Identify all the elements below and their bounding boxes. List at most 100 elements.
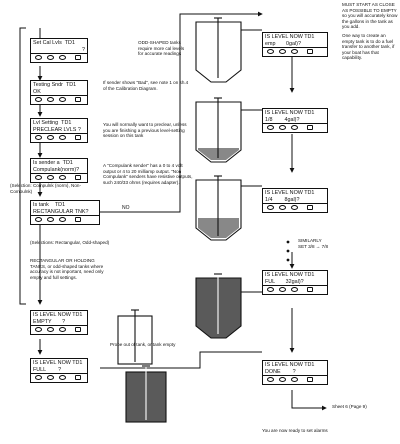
key-enter-button[interactable]: [75, 175, 81, 180]
key-left-button[interactable]: [267, 49, 274, 54]
key-left-button[interactable]: [267, 125, 274, 130]
keypad: [263, 124, 327, 132]
key-enter-button[interactable]: [75, 217, 81, 222]
key-right-button[interactable]: [59, 217, 66, 222]
key-enter-button[interactable]: [75, 97, 81, 102]
key-right-button[interactable]: [291, 125, 298, 130]
left-loop-line: [19, 27, 26, 305]
key-left-button[interactable]: [35, 175, 42, 180]
display-prompt: ?: [62, 318, 66, 325]
note-bad-sender: If sender shows "Bad", see note 1 on sh.…: [103, 80, 191, 91]
key-center-button[interactable]: [47, 175, 54, 180]
display-level-done[interactable]: IS LEVEL NOW TD1 DONE ?: [262, 360, 328, 385]
done-to-sheet-line: [291, 390, 327, 411]
display-level-one-eighth[interactable]: IS LEVEL NOW TD1 1/8 4gal)?: [262, 108, 328, 133]
key-enter-button[interactable]: [307, 49, 313, 54]
note-text: A "Compulank sender" has a 0 to 4 volt o…: [103, 163, 193, 185]
key-center-button[interactable]: [279, 205, 286, 210]
key-left-button[interactable]: [35, 217, 42, 222]
key-enter-button[interactable]: [307, 287, 313, 292]
key-center-button[interactable]: [279, 49, 286, 54]
display-testing-sndr[interactable]: Testing Sndr TD1 OK: [30, 80, 88, 105]
display-level-ful[interactable]: IS LEVEL NOW TD1 FUL 32gal)?: [262, 270, 328, 295]
key-enter-button[interactable]: [75, 375, 81, 380]
display-line-2: 1/4: [265, 196, 273, 203]
key-right-button[interactable]: [59, 135, 66, 140]
keypad: [31, 134, 87, 142]
key-enter-button[interactable]: [307, 125, 313, 130]
display-line-2: DONE: [265, 368, 281, 375]
keypad: [263, 286, 327, 294]
display-level-empty[interactable]: IS LEVEL NOW TD1 EMPTY ?: [30, 310, 88, 335]
display-line-1: Set Cal Lvls: [33, 40, 62, 46]
key-right-button[interactable]: [291, 205, 298, 210]
display-line-1: Is sender a: [33, 160, 60, 166]
key-right-button[interactable]: [291, 377, 298, 382]
display-line-2: FUL: [265, 278, 276, 285]
note-range-end: 7/8: [321, 243, 329, 249]
key-right-button[interactable]: [59, 175, 66, 180]
display-id: TD1: [61, 120, 72, 126]
display-line-1: Is tank: [33, 202, 49, 208]
key-right-button[interactable]: [59, 55, 66, 60]
keypad: [31, 326, 87, 334]
key-right-button[interactable]: [59, 97, 66, 102]
key-right-button[interactable]: [59, 375, 66, 380]
key-enter-button[interactable]: [75, 327, 81, 332]
display-prompt: 8gal)?: [284, 196, 300, 203]
key-center-button[interactable]: [47, 327, 54, 332]
key-left-button[interactable]: [267, 205, 274, 210]
key-right-button[interactable]: [291, 49, 298, 54]
key-left-button[interactable]: [35, 135, 42, 140]
key-right-button[interactable]: [59, 327, 66, 332]
display-prompt: ?: [292, 368, 296, 375]
display-line-2: EMPTY: [33, 318, 52, 325]
key-center-button[interactable]: [47, 55, 54, 60]
key-center-button[interactable]: [47, 375, 54, 380]
display-level-one-quarter[interactable]: IS LEVEL NOW TD1 1/4 8gal)?: [262, 188, 328, 213]
display-line-2: 1/8: [265, 116, 273, 123]
key-enter-button[interactable]: [307, 205, 313, 210]
keypad: [263, 204, 327, 212]
note-text[interactable]: Sheet 6 (Page 9): [332, 404, 367, 409]
key-enter-button[interactable]: [75, 135, 81, 140]
note-text: NO: [122, 205, 130, 211]
note-text: If sender shows "Bad", see note 1 on sh.…: [103, 80, 189, 91]
note-text: (Selection: Compulnk (norm), Non-Compuln…: [10, 183, 81, 194]
note-text: SIMILARLY: [298, 238, 322, 243]
key-center-button[interactable]: [47, 217, 54, 222]
keypad: [31, 216, 99, 224]
display-line-1: IS LEVEL NOW TD1: [265, 34, 315, 40]
key-center-button[interactable]: [47, 97, 54, 102]
display-level-full[interactable]: IS LEVEL NOW TD1 FULL ?: [30, 358, 88, 383]
key-center-button[interactable]: [279, 377, 286, 382]
display-id: TD1: [62, 160, 73, 166]
key-center-button[interactable]: [279, 125, 286, 130]
display-set-cal-lvls[interactable]: Set Cal Lvls TD1 ?: [30, 38, 88, 63]
display-sender-type[interactable]: Is sender a TD1 Compulank(norm)?: [30, 158, 88, 183]
key-center-button[interactable]: [47, 135, 54, 140]
key-left-button[interactable]: [35, 55, 42, 60]
key-enter-button[interactable]: [307, 377, 313, 382]
key-left-button[interactable]: [35, 327, 42, 332]
key-left-button[interactable]: [267, 377, 274, 382]
display-tank-rectangular[interactable]: Is tank TD1 RECTANGULAR TNK?: [30, 200, 100, 225]
key-center-button[interactable]: [279, 287, 286, 292]
display-id: TD1: [54, 202, 66, 208]
full-to-done-line: [100, 351, 262, 369]
display-level-emp[interactable]: IS LEVEL NOW TD1 emp 0gal)?: [262, 32, 328, 57]
display-line-2: OK: [33, 88, 41, 95]
key-right-button[interactable]: [291, 287, 298, 292]
key-left-button[interactable]: [267, 287, 274, 292]
display-lvl-setting[interactable]: Lvl Setting TD1 PRECLEAR LVLS ?: [30, 118, 88, 143]
display-line-1: IS LEVEL NOW TD1: [265, 362, 315, 368]
note-must-start: MUST START AS CLOSE AS POSSIBLE TO EMPTY…: [342, 2, 398, 64]
key-enter-button[interactable]: [75, 55, 81, 60]
note-odd-shaped: ODD-SHAPED tanks require more cal levels…: [138, 40, 190, 57]
note-text: MUST START AS CLOSE AS POSSIBLE TO EMPTY…: [342, 2, 398, 30]
note-text: RECTANGULAR OR HOLDING TANKS, or odd-sha…: [30, 258, 104, 280]
key-left-button[interactable]: [35, 375, 42, 380]
label-no: NO: [122, 205, 130, 212]
tank-one-eighth: [195, 97, 242, 163]
key-left-button[interactable]: [35, 97, 42, 102]
